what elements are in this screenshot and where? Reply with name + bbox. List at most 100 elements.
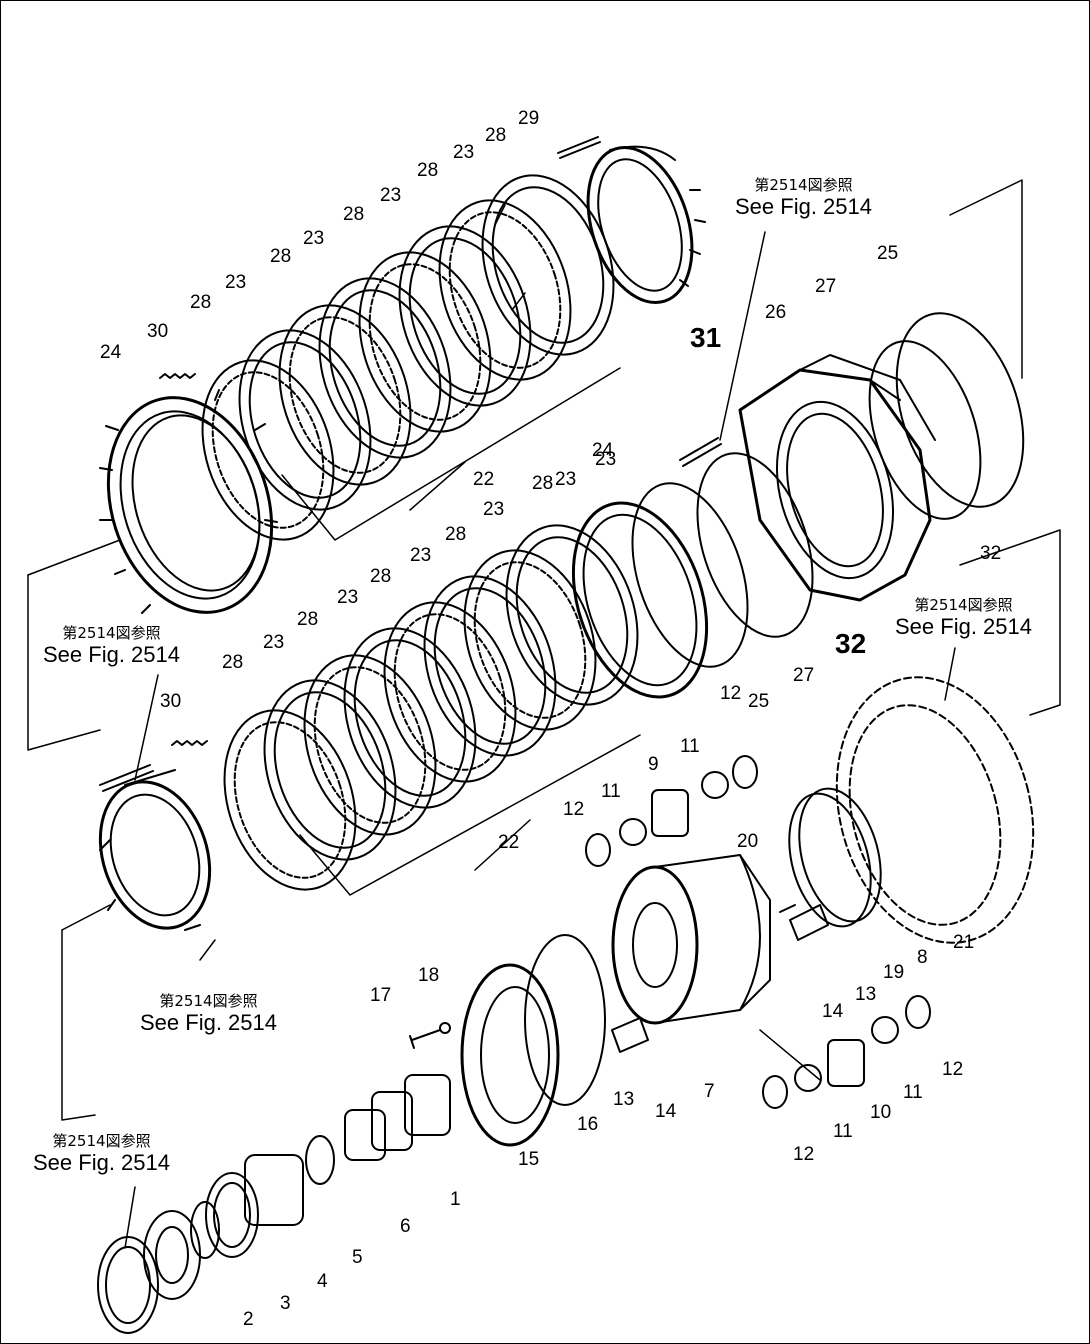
part-label: 22 [473,469,495,490]
part-label: 23 [303,228,325,249]
part-label: 22 [498,832,520,853]
part-label: 23 [483,499,505,520]
gear-9 [651,789,689,837]
see-fig-note-right: 第2514図参照 See Fig. 2514 [895,596,1032,640]
part-label: 28 [417,160,439,181]
bearing-4 [205,1172,259,1258]
lower-drum [98,769,212,931]
seal-ring-25-lower [631,482,749,668]
see-fig-note-left: 第2514図参照 See Fig. 2514 [43,624,180,668]
part-label: 21 [953,932,975,953]
part-label: 23 [225,272,247,293]
part-label: 23 [555,469,577,490]
part-label: 30 [147,321,169,342]
part-label: 8 [917,947,928,968]
see-fig-note-en: See Fig. 2514 [43,642,180,668]
lower-spring-30 [171,740,208,746]
bearing-11d [794,1064,822,1092]
part-label: 28 [532,473,554,494]
part-label: 30 [160,691,182,712]
piston-15 [460,963,560,1147]
part-label: 25 [748,691,770,712]
ring-19 [788,787,882,928]
part-label: 17 [370,985,392,1006]
housing-26 [738,354,936,602]
washer-12d [762,1075,788,1109]
upper-clutch-plates [201,174,615,541]
lower-pins [99,764,154,792]
see-fig-note-top-right: 第2514図参照 See Fig. 2514 [735,176,872,220]
see-fig-note-bottom-left: 第2514図参照 See Fig. 2514 [33,1132,170,1176]
part-label: 15 [518,1149,540,1170]
collar-2 [143,1210,201,1300]
part-label: 14 [822,1001,844,1022]
part-label: 28 [343,204,365,225]
see-fig-note-jp: 第2514図参照 [914,596,1013,614]
shaft-13b [789,904,829,941]
part-label: 25 [877,243,899,264]
upper-clutch-housing-24 [99,389,278,614]
snap-ring-3 [190,1201,220,1259]
part-label: 9 [648,754,659,775]
see-fig-note-en: See Fig. 2514 [735,194,872,220]
part-label: 27 [793,665,815,686]
see-fig-note-jp: 第2514図参照 [159,992,258,1010]
part-label: 32 [980,543,1002,564]
part-label: 5 [352,1247,363,1268]
part-label-large: 32 [835,628,867,659]
part-label: 13 [855,984,877,1005]
part-label: 20 [737,831,759,852]
part-label: 1 [450,1189,461,1210]
part-label: 13 [613,1089,635,1110]
part-label: 11 [680,736,700,757]
lower-clutch-housing-24 [571,501,709,699]
washer-12c [905,995,931,1029]
see-fig-note-jp: 第2514図参照 [52,1132,151,1150]
part-label: 4 [317,1271,328,1292]
see-fig-note-jp: 第2514図参照 [754,176,853,194]
part-label: 14 [655,1101,677,1122]
snap-ring-16 [524,934,606,1106]
part-label: 28 [190,292,212,313]
upper-spring-30 [159,373,196,379]
washer-12b [732,755,758,789]
gear-10 [827,1039,865,1087]
seal-ring-27-upper [868,340,982,520]
seal-ring-25-upper [895,312,1025,508]
see-fig-note-jp: 第2514図参照 [62,624,161,642]
part-label: 23 [453,142,475,163]
see-fig-note-en: See Fig. 2514 [895,614,1032,640]
part-label: 19 [883,962,905,983]
part-label: 11 [833,1121,853,1142]
carrier-7 [611,854,771,1025]
see-fig-note-middle: 第2514図参照 See Fig. 2514 [140,992,277,1036]
part-label: 23 [263,632,285,653]
part-label: 12 [563,799,585,820]
part-label: 16 [577,1114,599,1135]
upper-drum-31 [586,145,706,305]
part-label: 23 [595,449,617,470]
see-fig-note-en: See Fig. 2514 [140,1010,277,1036]
gear-5 [244,1154,304,1226]
part-label: 7 [704,1081,715,1102]
part-label-large: 31 [690,322,722,353]
bolt-17 [409,1029,441,1049]
bearing-11b [701,771,729,799]
shaft-1 [344,1074,451,1161]
lower-clutch-plates [223,524,639,891]
part-label: 11 [601,781,621,802]
ring-gear-case [835,676,1035,944]
seal-ring-27-lower [696,452,814,638]
part-label: 6 [400,1216,411,1237]
part-label: 29 [518,108,540,129]
see-fig-note-en: See Fig. 2514 [33,1150,170,1176]
part-label: 28 [297,609,319,630]
pin-20 [779,904,796,913]
upper-pin-29 [557,136,601,159]
shaft-13a [611,1017,649,1053]
part-label: 23 [380,185,402,206]
bearing-11a [619,818,647,846]
part-label: 27 [815,276,837,297]
part-label: 18 [418,965,440,986]
